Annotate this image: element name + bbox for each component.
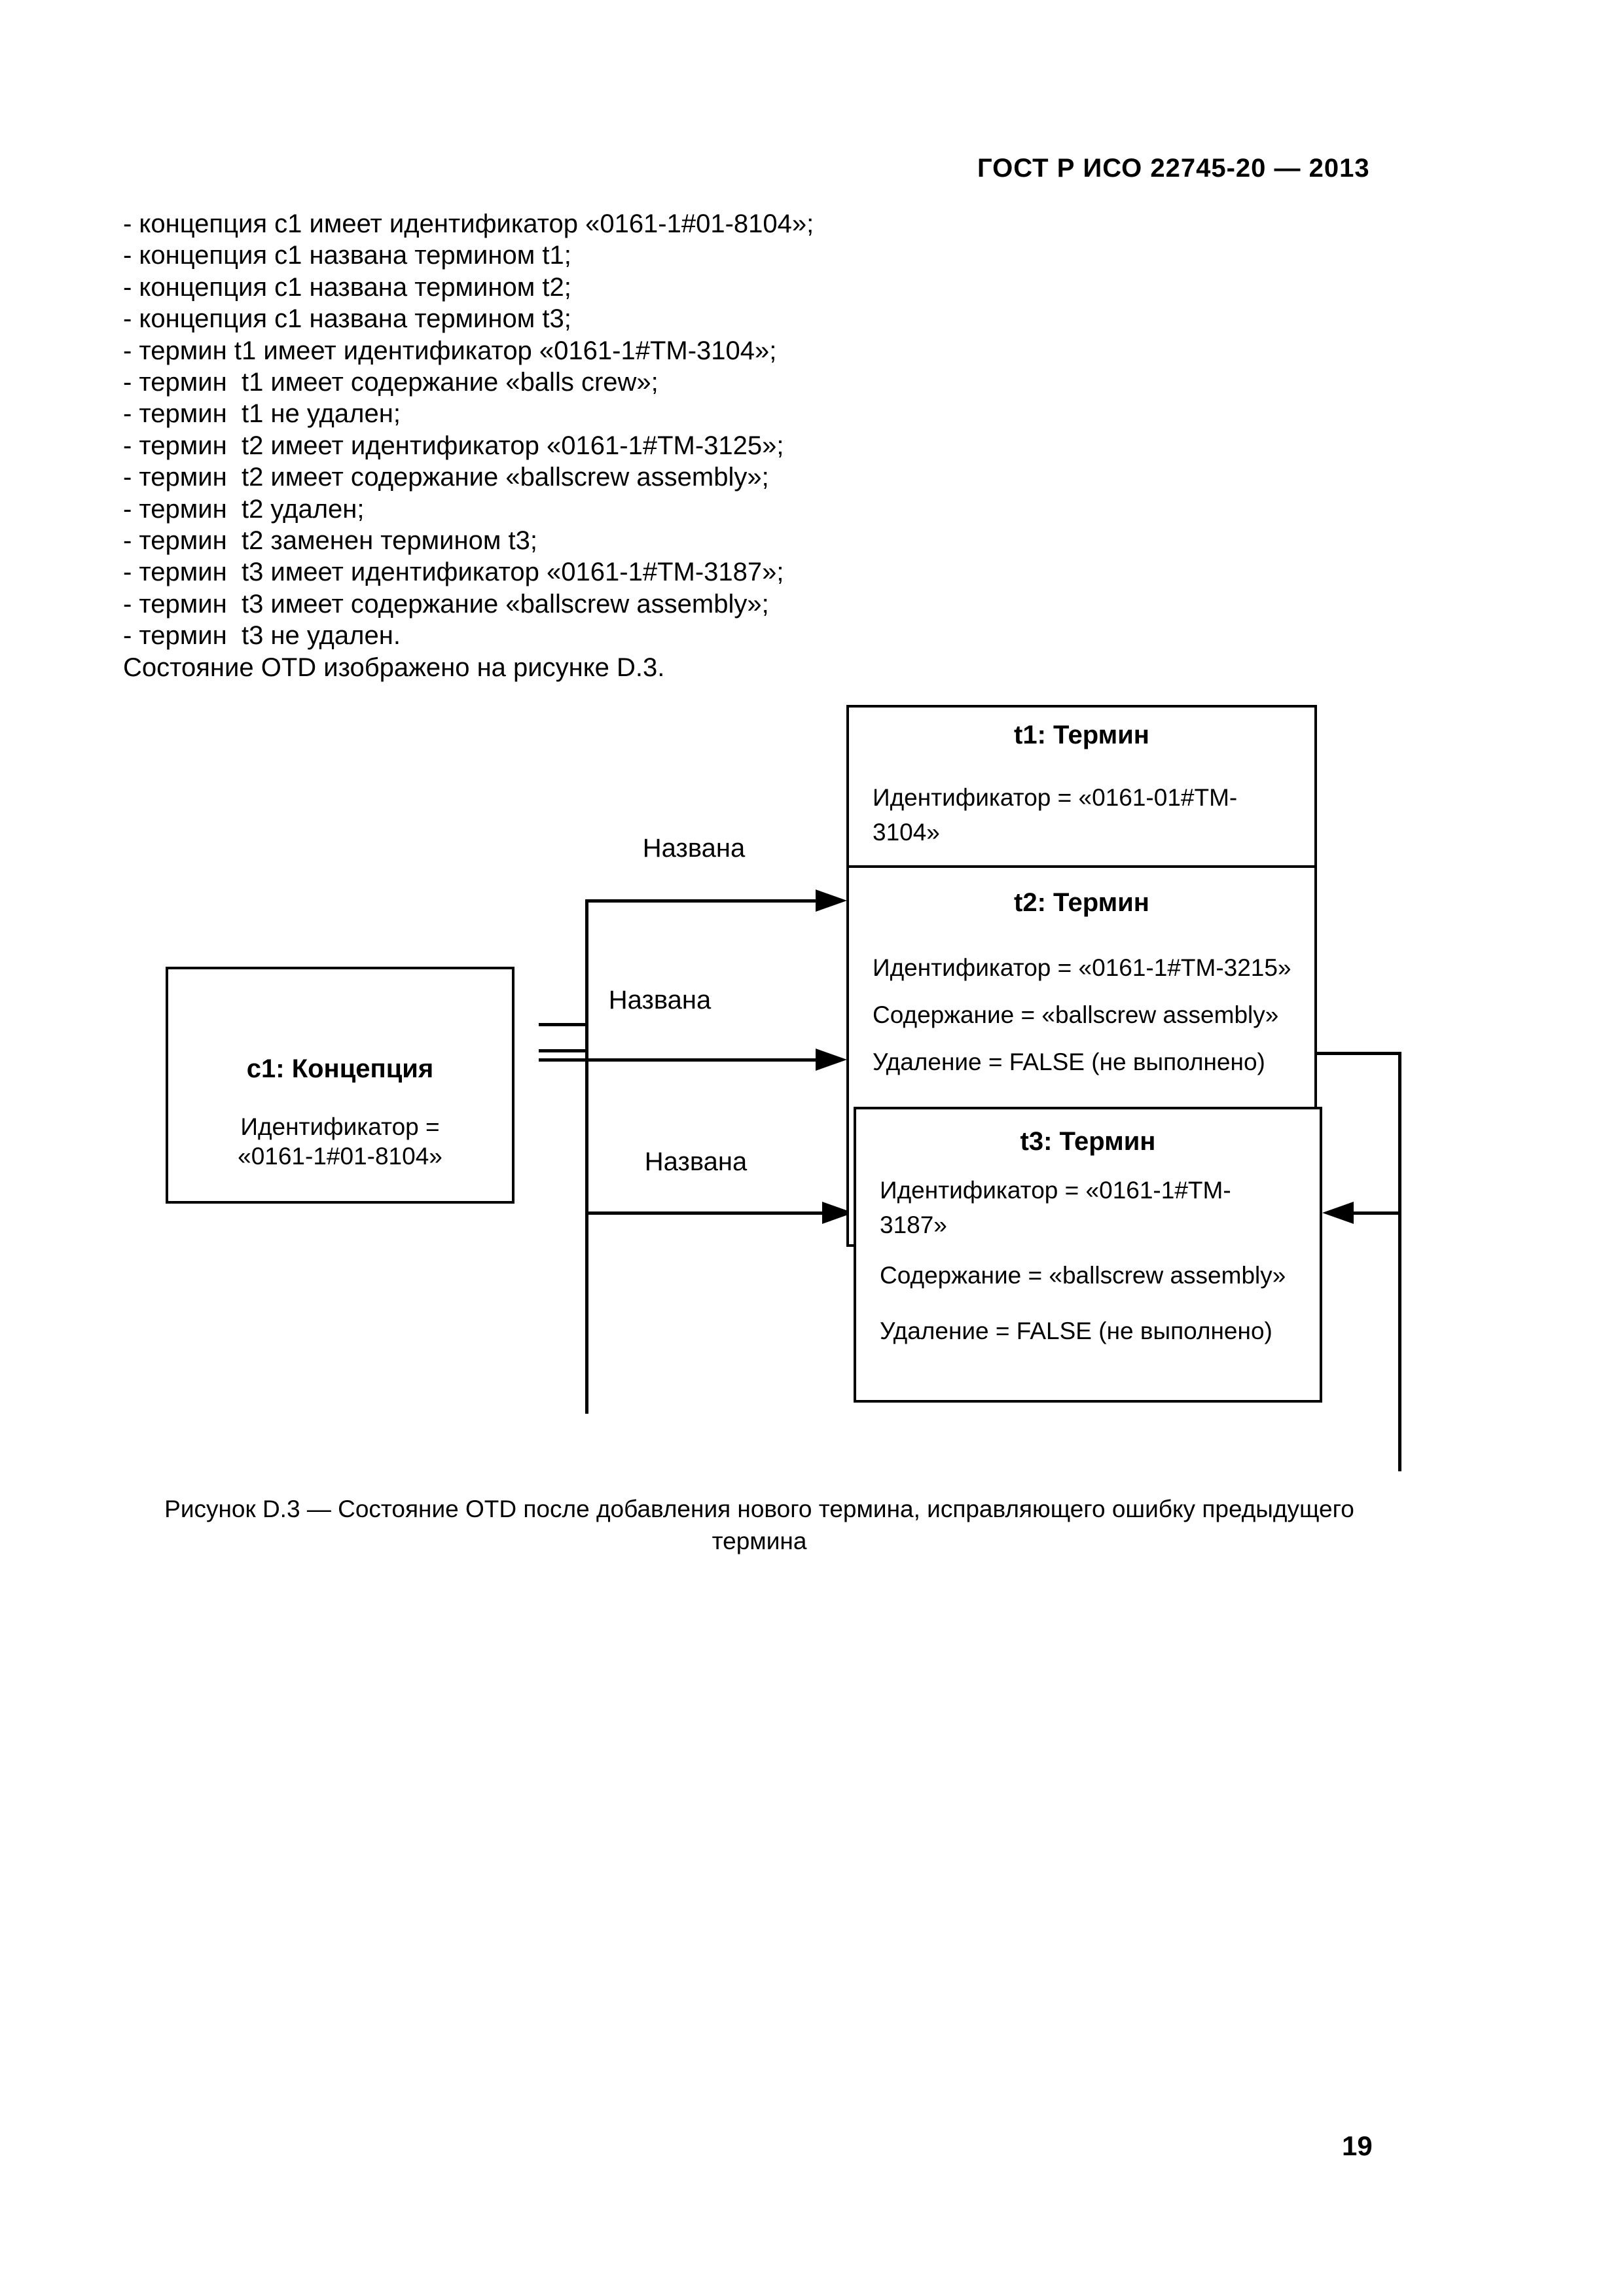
figure-caption-line2: термина — [712, 1528, 807, 1554]
c1-stub-line-1 — [539, 1023, 586, 1026]
page-number: 19 — [1342, 2130, 1373, 2161]
concept-c1-identifier-line1: Идентификатор = — [240, 1113, 440, 1140]
arrowhead-left-icon — [1322, 1202, 1354, 1224]
term-t3-content: Содержание = «ballscrew assembly» — [880, 1262, 1286, 1289]
replaced-by-stub-line — [1314, 1052, 1401, 1055]
concept-c1-box: c1: Концепция Идентификатор = «0161-1#01… — [166, 967, 514, 1204]
figure-caption: Рисунок D.3 — Состояние OTD после добавл… — [65, 1493, 1453, 1557]
list-item: - термин t1 не удален; — [123, 399, 401, 429]
concept-c1-identifier-line2: «0161-1#01-8104» — [238, 1143, 442, 1170]
term-t2-deletion: Удаление = FALSE (не выполнено) — [873, 1049, 1265, 1075]
term-t1-title: t1: Термин — [1014, 721, 1149, 749]
list-item: - термин t3 имеет содержание «ballscrew … — [123, 589, 769, 619]
list-item: - термин t2 удален; — [123, 494, 365, 524]
replaced-by-arrow-line — [1352, 1211, 1401, 1215]
list-item: - термин t3 не удален. — [123, 621, 401, 651]
list-item: Состояние OTD изображено на рисунке D.3. — [123, 653, 665, 682]
list-item: - концепция c1 названа термином t1; — [123, 241, 571, 270]
term-t2-identifier: Идентификатор = «0161-1#TM-3215» — [873, 954, 1291, 981]
association-line-1 — [586, 899, 817, 903]
list-item: - термин t2 заменен термином t3; — [123, 526, 537, 556]
arrowhead-right-icon — [816, 889, 847, 912]
list-item: - термин t3 имеет идентификатор «0161-1#… — [123, 558, 784, 587]
list-item: - термин t2 имеет идентификатор «0161-1#… — [123, 431, 784, 460]
list-item: - термин t2 имеет содержание «ballscrew … — [123, 463, 769, 492]
right-connector-line — [1398, 1052, 1401, 1471]
term-t2-title: t2: Термин — [1014, 888, 1149, 917]
list-item: - концепция c1 имеет идентификатор «0161… — [123, 209, 814, 238]
list-item: - термин t1 имеет идентификатор «0161-1#… — [123, 336, 777, 365]
term-t1-identifier-line1: Идентификатор = «0161-01#TM- — [873, 784, 1238, 811]
edge-label-named-t2: Названа — [608, 986, 712, 1014]
association-line-2 — [539, 1058, 817, 1062]
term-t3-box: t3: Термин Идентификатор = «0161-1#TM- 3… — [854, 1107, 1322, 1403]
term-t1-identifier-line2: 3104» — [873, 819, 940, 846]
arrowhead-right-icon — [816, 1049, 847, 1071]
page-header: ГОСТ Р ИСО 22745-20 — 2013 — [977, 154, 1370, 183]
term-t3-identifier-line1: Идентификатор = «0161-1#TM- — [880, 1177, 1231, 1204]
list-item: - термин t1 имеет содержание «balls crew… — [123, 368, 659, 397]
edge-label-named-t1: Названа — [642, 834, 746, 863]
list-item: - концепция c1 названа термином t3; — [123, 304, 571, 334]
term-t3-title: t3: Термин — [1020, 1127, 1156, 1156]
term-t3-deletion: Удаление = FALSE (не выполнено) — [880, 1318, 1272, 1344]
list-item: - концепция c1 названа термином t2; — [123, 272, 571, 302]
intro-list: - концепция c1 имеет идентификатор «0161… — [123, 208, 814, 683]
edge-label-named-t3: Названа — [644, 1147, 748, 1176]
association-line-3 — [586, 1211, 823, 1215]
concept-c1-title: c1: Концепция — [246, 1054, 434, 1083]
left-bus-line — [585, 899, 588, 1414]
figure-caption-line1: Рисунок D.3 — Состояние OTD после добавл… — [164, 1496, 1354, 1522]
c1-stub-line-2 — [539, 1049, 586, 1052]
term-t3-identifier-line2: 3187» — [880, 1211, 947, 1238]
term-t1-box: t1: Термин Идентификатор = «0161-01#TM- … — [846, 705, 1317, 868]
term-t2-content: Содержание = «ballscrew assembly» — [873, 1001, 1279, 1028]
